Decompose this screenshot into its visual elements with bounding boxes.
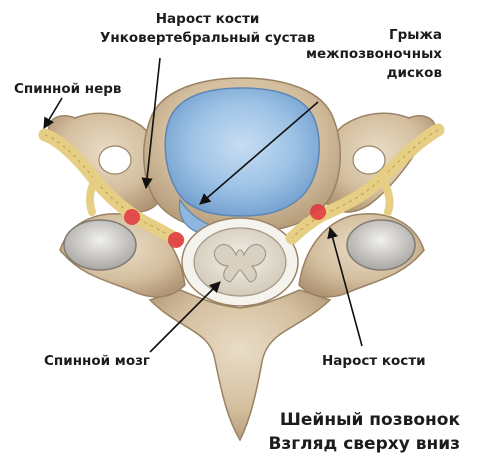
left-facet-joint — [64, 220, 136, 270]
figure-caption: Шейный позвонок Взгляд сверху вниз — [268, 408, 460, 456]
right-nerve-compression — [310, 204, 326, 220]
left-nerve-compression-inner — [168, 232, 184, 248]
bone-spur-uncovertebral-label: Нарост кости Унковертебральный сустав — [100, 10, 315, 48]
bone-spur-top-line2: Унковертебральный сустав — [100, 29, 315, 48]
right-transverse-foramen — [353, 146, 385, 174]
caption-line1: Шейный позвонок — [268, 408, 460, 432]
left-nerve-branch — [90, 180, 95, 212]
herniated-disc-line1: Грыжа — [306, 26, 442, 45]
right-nerve-branch — [382, 178, 390, 212]
bone-spur-top-line1: Нарост кости — [100, 10, 315, 29]
herniated-disc-line3: дисков — [306, 64, 442, 83]
bone-spur-right-label: Нарост кости — [322, 352, 426, 371]
spinal-cord-label: Спинной мозг — [44, 352, 150, 371]
right-facet-joint — [347, 220, 415, 270]
spinal-nerve-label: Спинной нерв — [14, 80, 121, 99]
left-nerve-compression-outer — [124, 209, 140, 225]
left-transverse-foramen — [99, 146, 131, 174]
herniated-disc-label: Грыжа межпозвоночных дисков — [306, 26, 442, 83]
caption-line2: Взгляд сверху вниз — [268, 432, 460, 456]
herniated-disc-line2: межпозвоночных — [306, 45, 442, 64]
intervertebral-disc — [165, 88, 319, 216]
